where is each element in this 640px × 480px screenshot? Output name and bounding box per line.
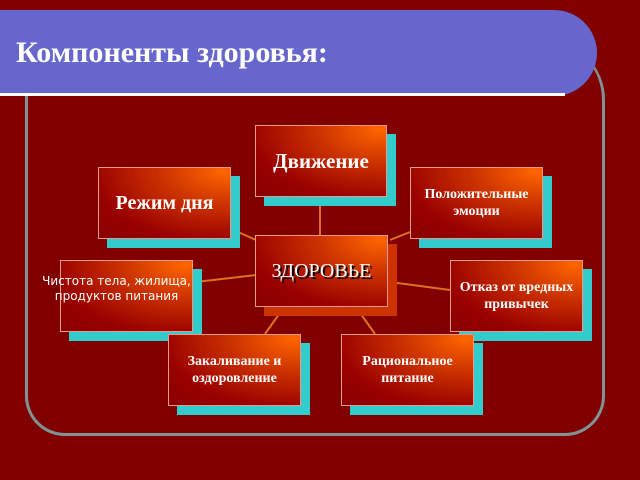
- node-quit-bad-habits: Отказ от вредных привычек: [450, 260, 592, 341]
- node-label: Отказ от вредных привычек: [459, 279, 574, 313]
- node-daily-routine: Режим дня: [98, 167, 240, 248]
- title-bar: Компоненты здоровья:: [0, 10, 597, 96]
- node-label: Движение: [273, 148, 369, 173]
- connector-quit-bad-habits: [389, 281, 451, 291]
- node-rational-nutrition: Рациональное питание: [341, 334, 483, 415]
- node-cleanliness: Чистота тела, жилища, продуктов питания: [42, 260, 202, 341]
- connector-daily-routine: [237, 231, 257, 241]
- node-positive-emotions: Положительные эмоции: [410, 167, 552, 248]
- node-label: Рациональное питание: [362, 353, 453, 387]
- connector-positive-emotions: [389, 231, 411, 241]
- center-label: ЗДОРОВЬЕ: [271, 259, 372, 282]
- node-label: Режим дня: [115, 191, 214, 214]
- node-health-center: ЗДОРОВЬЕ: [255, 235, 397, 316]
- node-hardening: Закаливание и оздоровление: [168, 334, 310, 415]
- node-label: Положительные эмоции: [424, 186, 529, 220]
- connector-cleanliness: [195, 274, 257, 283]
- title-underline: [0, 93, 565, 96]
- node-label: Закаливание и оздоровление: [187, 353, 282, 387]
- node-label: Чистота тела, жилища, продуктов питания: [42, 274, 191, 303]
- slide-title: Компоненты здоровья:: [16, 36, 328, 69]
- node-movement: Движение: [255, 125, 396, 206]
- slide-frame: [25, 40, 605, 436]
